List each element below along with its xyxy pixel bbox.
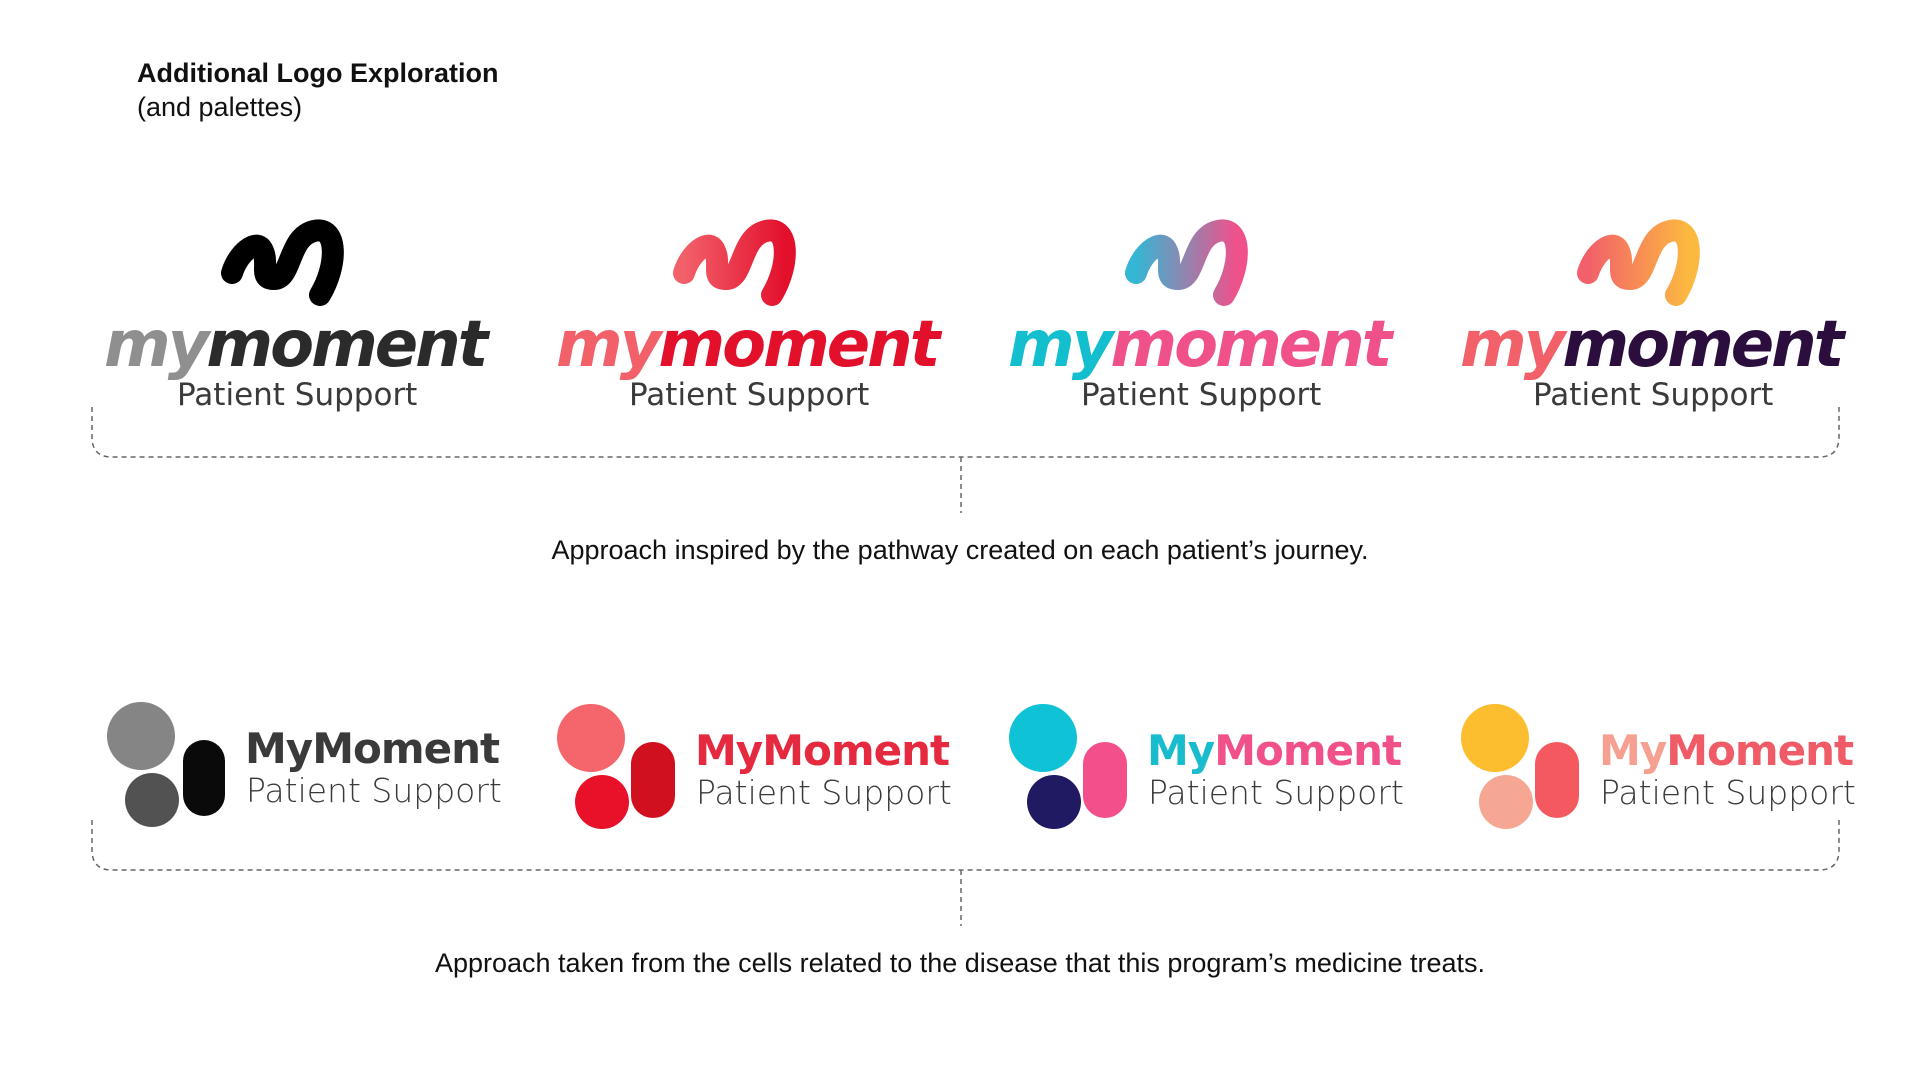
wordmark-my: my: [1460, 308, 1565, 382]
wordmark-my: My: [245, 724, 313, 773]
tagline: Patient Support: [629, 377, 870, 413]
tagline: Patient Support: [1600, 773, 1856, 812]
cells-caption: Approach taken from the cells related to…: [434, 948, 1486, 978]
wordmark-moment: Moment: [1214, 726, 1402, 775]
pathway-caption: Approach inspired by the pathway created…: [551, 535, 1369, 565]
cells-mark-icon: [1009, 704, 1127, 829]
tagline: Patient Support: [1081, 377, 1322, 413]
swirl-icon: [221, 219, 344, 306]
wordmark-moment: moment: [1562, 308, 1844, 382]
cells-logo-red: MyMoment Patient Support: [555, 704, 952, 844]
wordmark: MyMoment: [245, 728, 500, 770]
cells-logo-yellow: MyMoment Patient Support: [1459, 704, 1856, 844]
tagline: Patient Support: [696, 773, 952, 812]
wordmark-my: my: [1008, 308, 1113, 382]
cells-logo-row: MyMoment Patient Support MyMoment Patien…: [0, 690, 1920, 840]
wordmark: mymoment: [1460, 313, 1844, 377]
pathway-logo-coral-purple: mymoment Patient Support: [1456, 195, 1846, 425]
wordmark-moment: Moment: [1666, 726, 1854, 775]
cells-logo-grey: MyMoment Patient Support: [105, 702, 502, 842]
wordmark-moment: moment: [658, 308, 940, 382]
cells-logo-teal: MyMoment Patient Support: [1007, 704, 1404, 844]
page-subtitle: (and palettes): [137, 92, 303, 122]
wordmark-moment: moment: [1110, 308, 1392, 382]
wordmark-my: My: [1147, 726, 1215, 775]
wordmark-my: My: [695, 726, 763, 775]
title-block: Additional Logo Exploration (and palette…: [137, 56, 498, 124]
wordmark-my: My: [1599, 726, 1667, 775]
wordmark: mymoment: [556, 313, 940, 377]
tagline: Patient Support: [1533, 377, 1774, 413]
wordmark-moment: Moment: [312, 724, 500, 773]
wordmark-my: my: [556, 308, 661, 382]
wordmark-moment: Moment: [762, 726, 950, 775]
wordmark: MyMoment: [1599, 730, 1854, 772]
tagline: Patient Support: [177, 377, 418, 413]
grouping-brace: [91, 407, 1840, 513]
swirl-icon: [1577, 219, 1700, 306]
wordmark: MyMoment: [1147, 730, 1402, 772]
cells-mark-icon: [107, 702, 225, 827]
wordmark: mymoment: [1008, 313, 1392, 377]
tagline: Patient Support: [1148, 773, 1404, 812]
cells-mark-icon: [557, 704, 675, 829]
swirl-icon: [1125, 219, 1248, 306]
pathway-logo-teal-pink: mymoment Patient Support: [1004, 195, 1394, 425]
cells-mark-icon: [1461, 704, 1579, 829]
pathway-logo-row: mymoment Patient Support mymoment Patien…: [0, 195, 1920, 425]
pathway-logo-black: mymoment Patient Support: [100, 195, 490, 425]
grouping-brace: [91, 820, 1840, 926]
pathway-logo-red: mymoment Patient Support: [552, 195, 942, 425]
wordmark-my: my: [104, 308, 209, 382]
tagline: Patient Support: [246, 771, 502, 810]
wordmark-moment: moment: [206, 308, 488, 382]
page-title: Additional Logo Exploration: [137, 58, 499, 88]
swirl-icon: [673, 219, 796, 306]
wordmark: MyMoment: [695, 730, 950, 772]
wordmark: mymoment: [104, 313, 488, 377]
